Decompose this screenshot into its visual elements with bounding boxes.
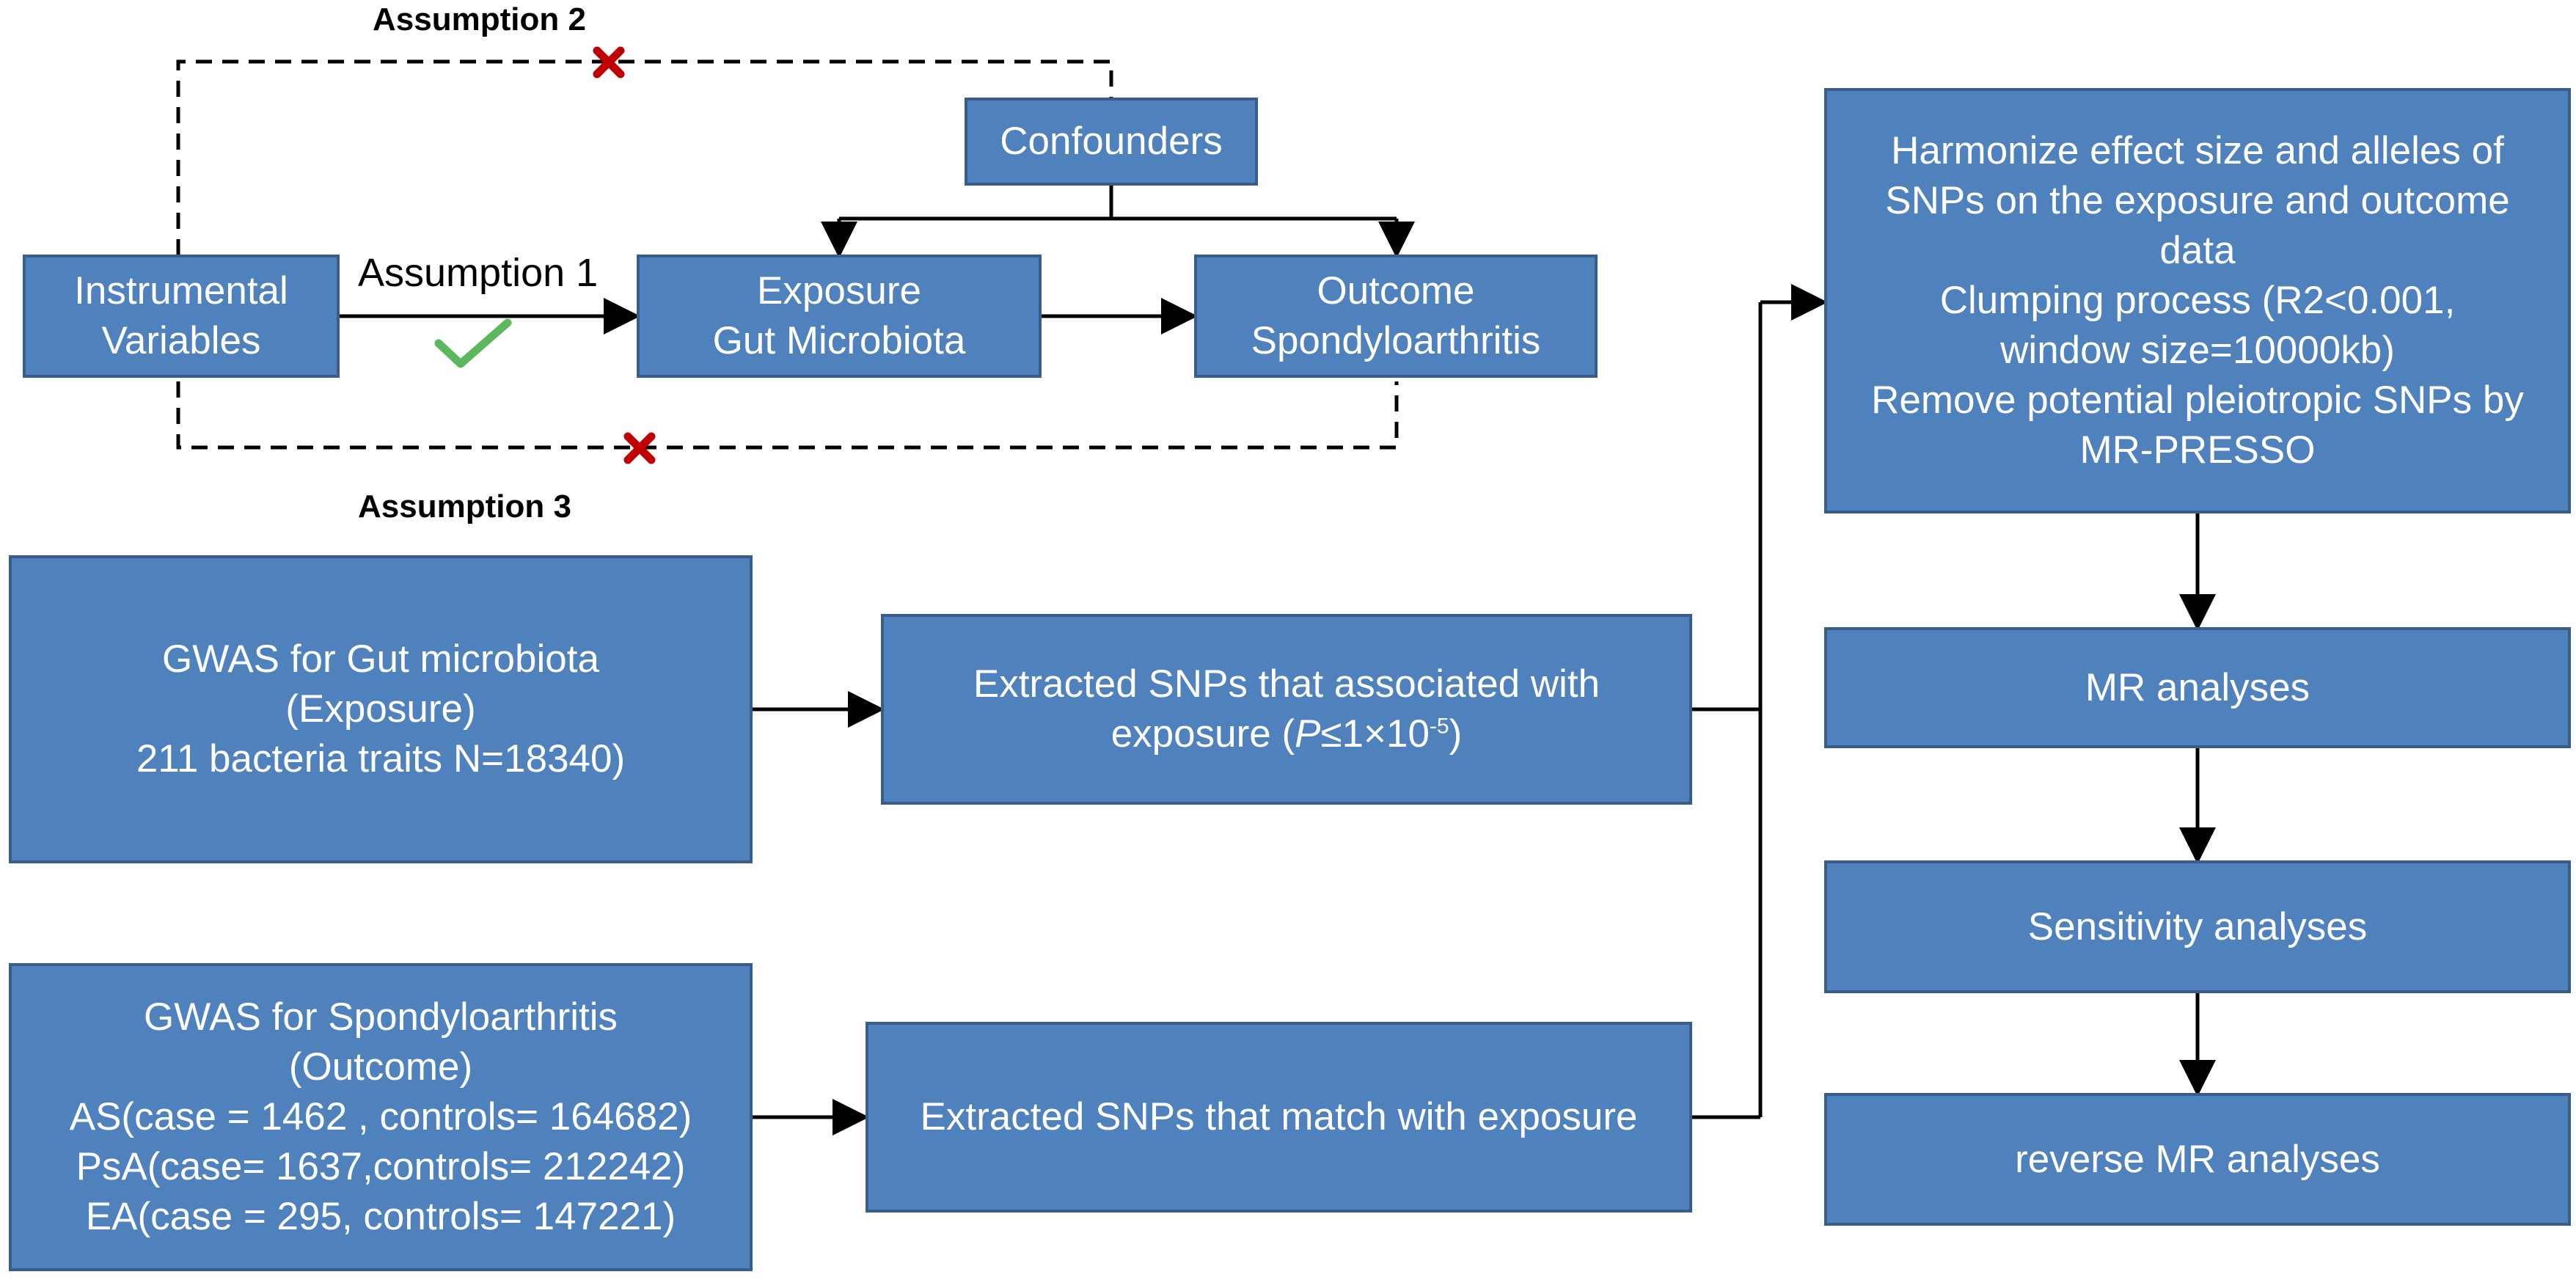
box-line: MR-PRESSO: [2079, 428, 2316, 472]
box-line: Extracted SNPs that associated with: [973, 662, 1600, 706]
box-line: Sensitivity analyses: [2027, 904, 2368, 948]
box-line: EA(case = 295, controls= 147221): [85, 1195, 676, 1238]
box-line: GWAS for Spondyloarthritis: [143, 995, 618, 1039]
sensitivity-analyses-box: Sensitivity analyses: [1824, 860, 2571, 993]
box-line: MR analyses: [2085, 665, 2310, 709]
box-line: Instrumental: [74, 269, 288, 312]
box-line: Spondyloarthritis: [1251, 319, 1541, 362]
box-line: (Exposure): [285, 687, 476, 731]
box-line: reverse MR analyses: [2015, 1137, 2380, 1181]
box-line: PsA(case= 1637,controls= 212242): [76, 1145, 686, 1188]
box-line: data: [2159, 229, 2236, 272]
cross-icon: [593, 46, 625, 78]
box-line: Harmonize effect size and alleles of: [1891, 129, 2504, 172]
gwas-gut-microbiota-box: GWAS for Gut microbiota (Exposure) 211 b…: [9, 555, 753, 863]
box-line: SNPs on the exposure and outcome: [1885, 179, 2510, 222]
box-line-pvalue: exposure (P≤1×10-5): [1111, 709, 1463, 759]
text-part: ≤1×10: [1320, 712, 1430, 756]
outcome-box: Outcome Spondyloarthritis: [1194, 255, 1598, 378]
assumption-2-label: Assumption 2: [373, 1, 586, 37]
gwas-spondyloarthritis-box: GWAS for Spondyloarthritis (Outcome) AS(…: [9, 963, 753, 1271]
confounders-box: Confounders: [965, 98, 1258, 186]
box-line: Remove potential pleiotropic SNPs by: [1871, 378, 2524, 422]
assumption2-dashed-line: [176, 59, 1113, 255]
box-line: Clumping process (R2<0.001,: [1939, 279, 2456, 322]
box-line: Exposure: [757, 269, 921, 312]
instrumental-variables-box: Instrumental Variables: [23, 255, 340, 378]
assumption3-dashed-line: [176, 381, 1399, 450]
cross-icon: [623, 432, 656, 464]
box-line: Extracted SNPs that match with exposure: [920, 1095, 1638, 1138]
text-part: ): [1449, 712, 1463, 756]
exposure-box: Exposure Gut Microbiota: [637, 255, 1042, 378]
box-line: (Outcome): [288, 1045, 473, 1089]
box-line: GWAS for Gut microbiota: [162, 637, 599, 681]
harmonize-box: Harmonize effect size and alleles of SNP…: [1824, 88, 2571, 513]
extracted-snps-exposure-box: Extracted SNPs that associated with expo…: [881, 614, 1692, 805]
mr-analyses-box: MR analyses: [1824, 627, 2571, 748]
box-line: AS(case = 1462 , controls= 164682): [69, 1095, 692, 1138]
assumption-3-label: Assumption 3: [358, 489, 571, 524]
p-symbol: P: [1295, 712, 1321, 756]
confounders-label: Confounders: [1000, 120, 1223, 163]
exponent: -5: [1429, 714, 1449, 739]
text-part: exposure (: [1110, 712, 1295, 756]
box-line: Outcome: [1317, 269, 1475, 312]
check-icon: [434, 318, 512, 368]
box-line: window size=10000kb): [2000, 329, 2395, 372]
assumption-1-label: Assumption 1: [358, 251, 599, 295]
box-line: Gut Microbiota: [712, 319, 966, 362]
box-line: Variables: [101, 319, 261, 362]
box-line: 211 bacteria traits N=18340): [136, 737, 626, 780]
extracted-snps-match-box: Extracted SNPs that match with exposure: [866, 1022, 1692, 1213]
reverse-mr-analyses-box: reverse MR analyses: [1824, 1093, 2571, 1226]
